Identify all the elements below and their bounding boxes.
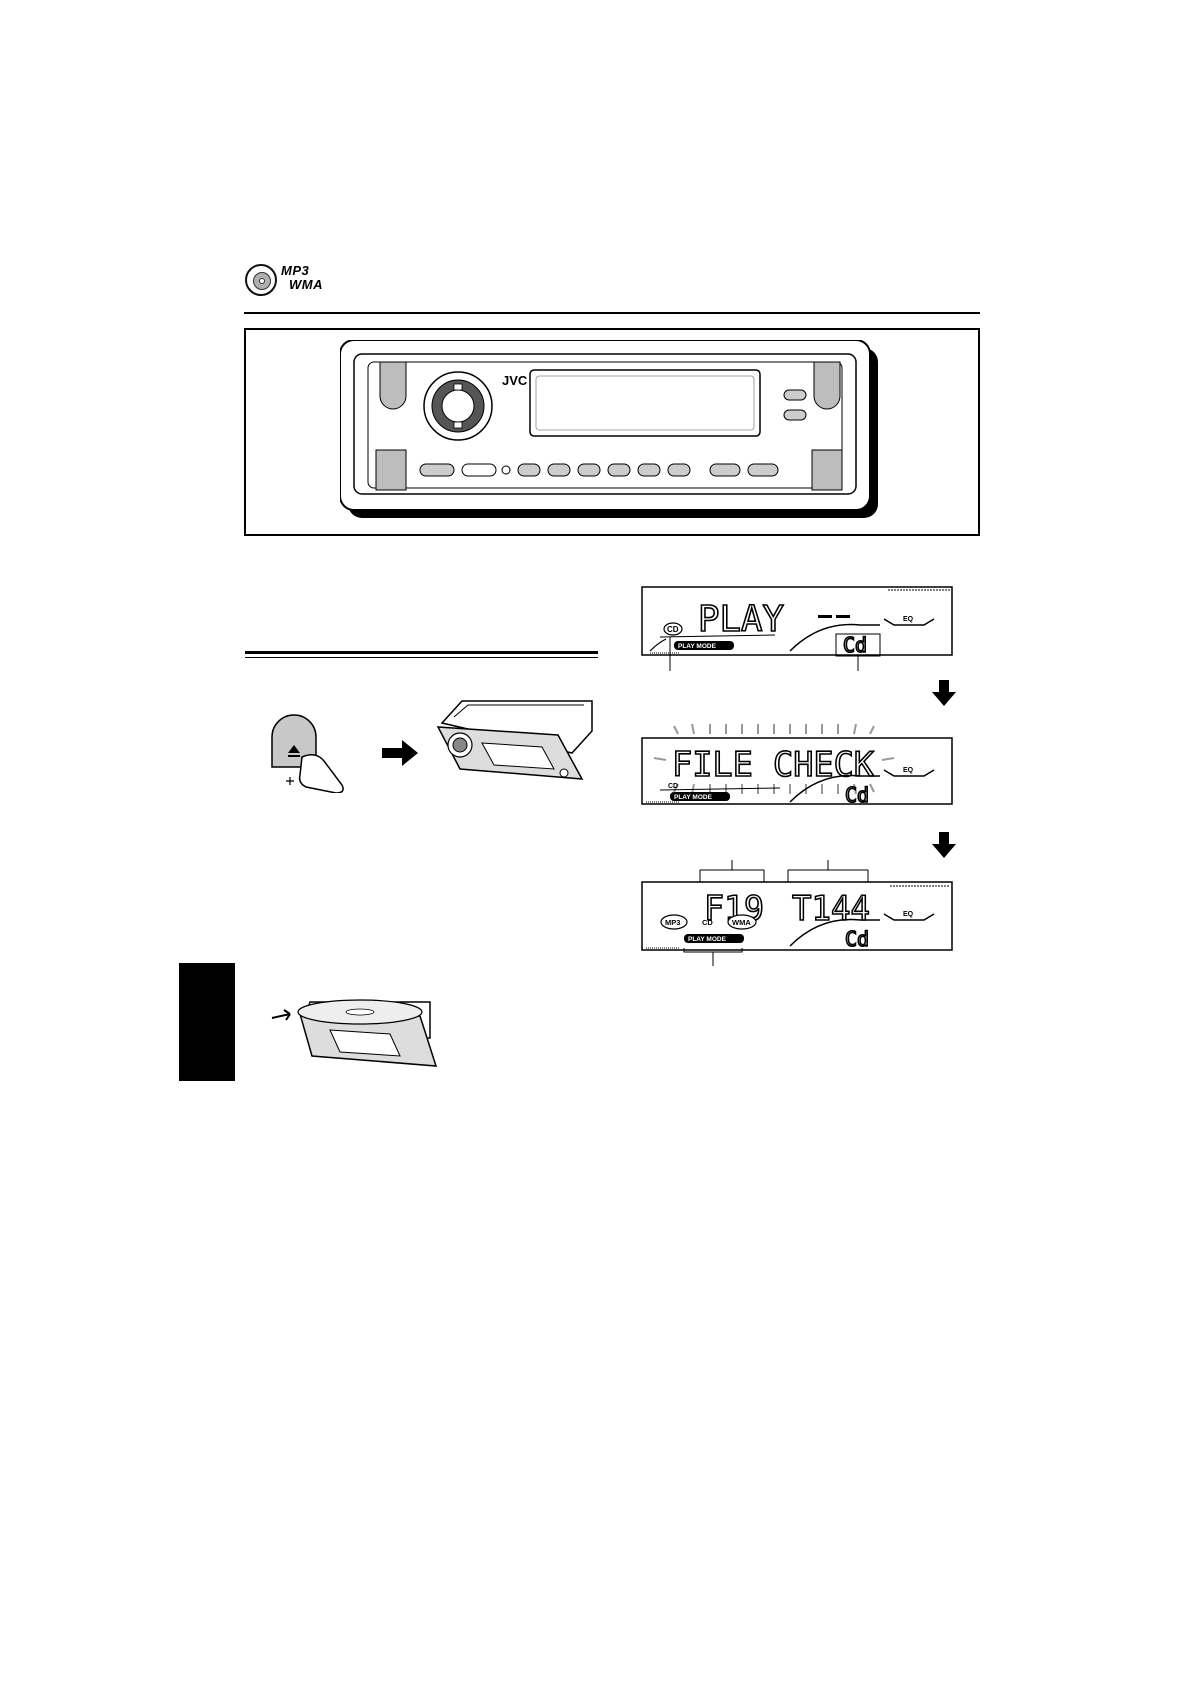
play-mode-bar: PLAY MODE xyxy=(678,643,717,650)
display-file-check: FILE CHECK CD PLAY MODE EQ Cd xyxy=(641,723,953,808)
eq-label: EQ xyxy=(903,911,914,918)
disc-icon xyxy=(245,264,277,296)
format-mp3-label: MP3 xyxy=(281,263,310,278)
eject-button-illustration xyxy=(271,714,344,793)
wma-badge: WMA xyxy=(732,918,751,927)
play-mode-bar: PLAY MODE xyxy=(688,936,727,943)
eq-label: EQ xyxy=(903,767,914,774)
track-number: T144 xyxy=(792,889,870,929)
format-wma-label: WMA xyxy=(289,277,323,292)
cd-badge: CD xyxy=(667,625,679,634)
brand-label: JVC xyxy=(502,373,528,388)
source-code: Cd xyxy=(845,783,869,807)
play-mode-bar: PLAY MODE xyxy=(674,794,713,801)
down-arrow-icon xyxy=(932,680,956,706)
down-arrow-icon-2 xyxy=(932,832,956,858)
eject-icon xyxy=(288,745,300,753)
source-code: Cd xyxy=(845,927,869,951)
section-rule xyxy=(245,651,598,654)
open-panel-illustration xyxy=(436,700,593,780)
right-arrow-icon xyxy=(382,740,418,766)
eq-label: EQ xyxy=(903,616,914,623)
unit-illustration-frame xyxy=(244,328,980,536)
section-rule-thin xyxy=(245,657,598,658)
display-play: PLAY CD PLAY MODE EQ Cd xyxy=(641,586,953,671)
display-main-text: FILE CHECK xyxy=(672,745,875,785)
display-main-text: PLAY xyxy=(698,599,784,640)
cd-label: CD xyxy=(668,783,678,790)
cd-label: CD xyxy=(702,918,713,927)
insert-disc-illustration xyxy=(271,999,438,1067)
header-rule xyxy=(244,312,980,314)
car-receiver-illustration: JVC xyxy=(340,340,878,518)
language-tab xyxy=(179,963,235,1081)
source-code: Cd xyxy=(843,633,867,657)
display-folder-track: F19 T144 MP3 CD WMA PLAY MODE EQ Cd xyxy=(641,860,953,966)
mp3-badge: MP3 xyxy=(665,918,680,927)
